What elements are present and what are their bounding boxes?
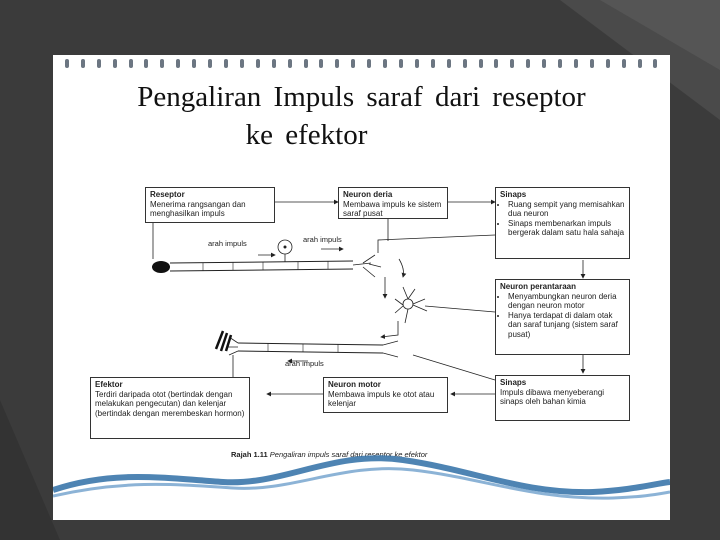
binding-ring: [526, 58, 531, 68]
box-sinaps-2: Sinaps Impuls dibawa menyeberangi sinaps…: [495, 375, 630, 421]
binding-ring: [80, 58, 85, 68]
binding-ring: [478, 58, 483, 68]
box-neuron-motor: Neuron motor Membawa impuls ke otot atau…: [323, 377, 448, 413]
box-neuron-deria-text: Membawa impuls ke sistem saraf pusat: [343, 199, 442, 219]
caption-text: Pengaliran impuls saraf dari reseptor ke…: [269, 450, 428, 459]
title-line-2: ke efektor: [245, 119, 368, 151]
neuron-diagram: [152, 199, 586, 397]
label-arah-impuls-2: arah impuls: [303, 235, 342, 244]
box-sinaps-2-heading: Sinaps: [500, 378, 527, 387]
binding-ring: [144, 58, 149, 68]
binding-ring: [383, 58, 388, 68]
relay-neuron: [394, 286, 428, 324]
binding-ring: [510, 58, 515, 68]
binding-ring: [64, 58, 69, 68]
box-neuron-motor-text: Membawa impuls ke otot atau kelenjar: [328, 389, 435, 409]
binding-ring: [605, 58, 610, 68]
binding-rings: [53, 55, 670, 71]
binding-ring: [128, 58, 133, 68]
box-neuron-perantaraan-heading: Neuron perantaraan: [500, 282, 577, 291]
label-arah-impuls-1: arah impuls: [208, 239, 247, 248]
binding-ring: [351, 58, 356, 68]
box-efektor-text: Terdiri daripada otot (bertindak dengan …: [95, 389, 245, 418]
title-line-1: Pengaliran Impuls saraf dari reseptor: [137, 81, 586, 113]
binding-ring: [414, 58, 419, 68]
box-neuron-perantaraan-bullet: Menyambungkan neuron deria dengan neuron…: [508, 292, 625, 311]
binding-ring: [112, 58, 117, 68]
box-efektor: Efektor Terdiri daripada otot (bertindak…: [90, 377, 250, 439]
connector-perantaraan-neuron: [424, 305, 496, 313]
box-sinaps-2-text: Impuls dibawa menyeberangi sinaps oleh b…: [500, 387, 605, 407]
binding-ring: [653, 58, 658, 68]
binding-ring: [573, 58, 578, 68]
binding-ring: [398, 58, 403, 68]
binding-ring: [335, 58, 340, 68]
box-neuron-deria-heading: Neuron deria: [343, 190, 393, 199]
box-reseptor: Reseptor Menerima rangsangan dan menghas…: [145, 187, 275, 223]
box-neuron-perantaraan: Neuron perantaraan Menyambungkan neuron …: [495, 279, 630, 355]
box-neuron-perantaraan-bullet: Hanya terdapat di dalam otak dan saraf t…: [508, 311, 625, 340]
box-efektor-heading: Efektor: [95, 380, 123, 389]
flow-arrow-down-2: [398, 258, 407, 278]
box-sinaps-1-bullet: Ruang sempit yang memisahkan dua neuron: [508, 200, 625, 219]
motor-neuron: [214, 330, 399, 358]
binding-ring: [176, 58, 181, 68]
binding-ring: [224, 58, 229, 68]
binding-ring: [319, 58, 324, 68]
receptor-ending: [152, 261, 170, 273]
box-neuron-deria: Neuron deria Membawa impuls ke sistem sa…: [338, 187, 448, 219]
binding-ring: [303, 58, 308, 68]
binding-ring: [542, 58, 547, 68]
sensory-neuron: [169, 239, 382, 278]
binding-ring: [637, 58, 642, 68]
binding-ring: [255, 58, 260, 68]
figure-caption: Rajah 1.11 Pengaliran impuls saraf dari …: [231, 450, 427, 459]
box-sinaps-1-bullet: Sinaps membenarkan impuls bergerak dalam…: [508, 219, 625, 238]
binding-ring: [96, 58, 101, 68]
slide: Pengaliran Impuls saraf dari reseptor ke…: [53, 55, 670, 520]
connector-sinaps-neuron: [377, 234, 496, 253]
binding-ring: [446, 58, 451, 68]
flow-arrow-down-3: [380, 321, 399, 339]
box-sinaps-1: Sinaps Ruang sempit yang memisahkan dua …: [495, 187, 630, 259]
binding-ring: [271, 58, 276, 68]
binding-ring: [287, 58, 292, 68]
binding-ring: [558, 58, 563, 68]
binding-ring: [160, 58, 165, 68]
binding-ring: [621, 58, 626, 68]
wave-decoration: [53, 455, 670, 520]
box-sinaps-1-heading: Sinaps: [500, 190, 527, 199]
binding-ring: [239, 58, 244, 68]
box-neuron-motor-heading: Neuron motor: [328, 380, 381, 389]
connector-sinaps2-neuron: [412, 354, 496, 381]
binding-ring: [462, 58, 467, 68]
binding-ring: [192, 58, 197, 68]
box-reseptor-heading: Reseptor: [150, 190, 185, 199]
binding-ring: [430, 58, 435, 68]
label-arah-impuls-3: arah impuls: [285, 359, 324, 368]
binding-ring: [208, 58, 213, 68]
caption-number: Rajah 1.11: [231, 450, 268, 459]
binding-ring: [367, 58, 372, 68]
binding-ring: [589, 58, 594, 68]
box-reseptor-text: Menerima rangsangan dan menghasilkan imp…: [150, 199, 246, 219]
binding-ring: [494, 58, 499, 68]
